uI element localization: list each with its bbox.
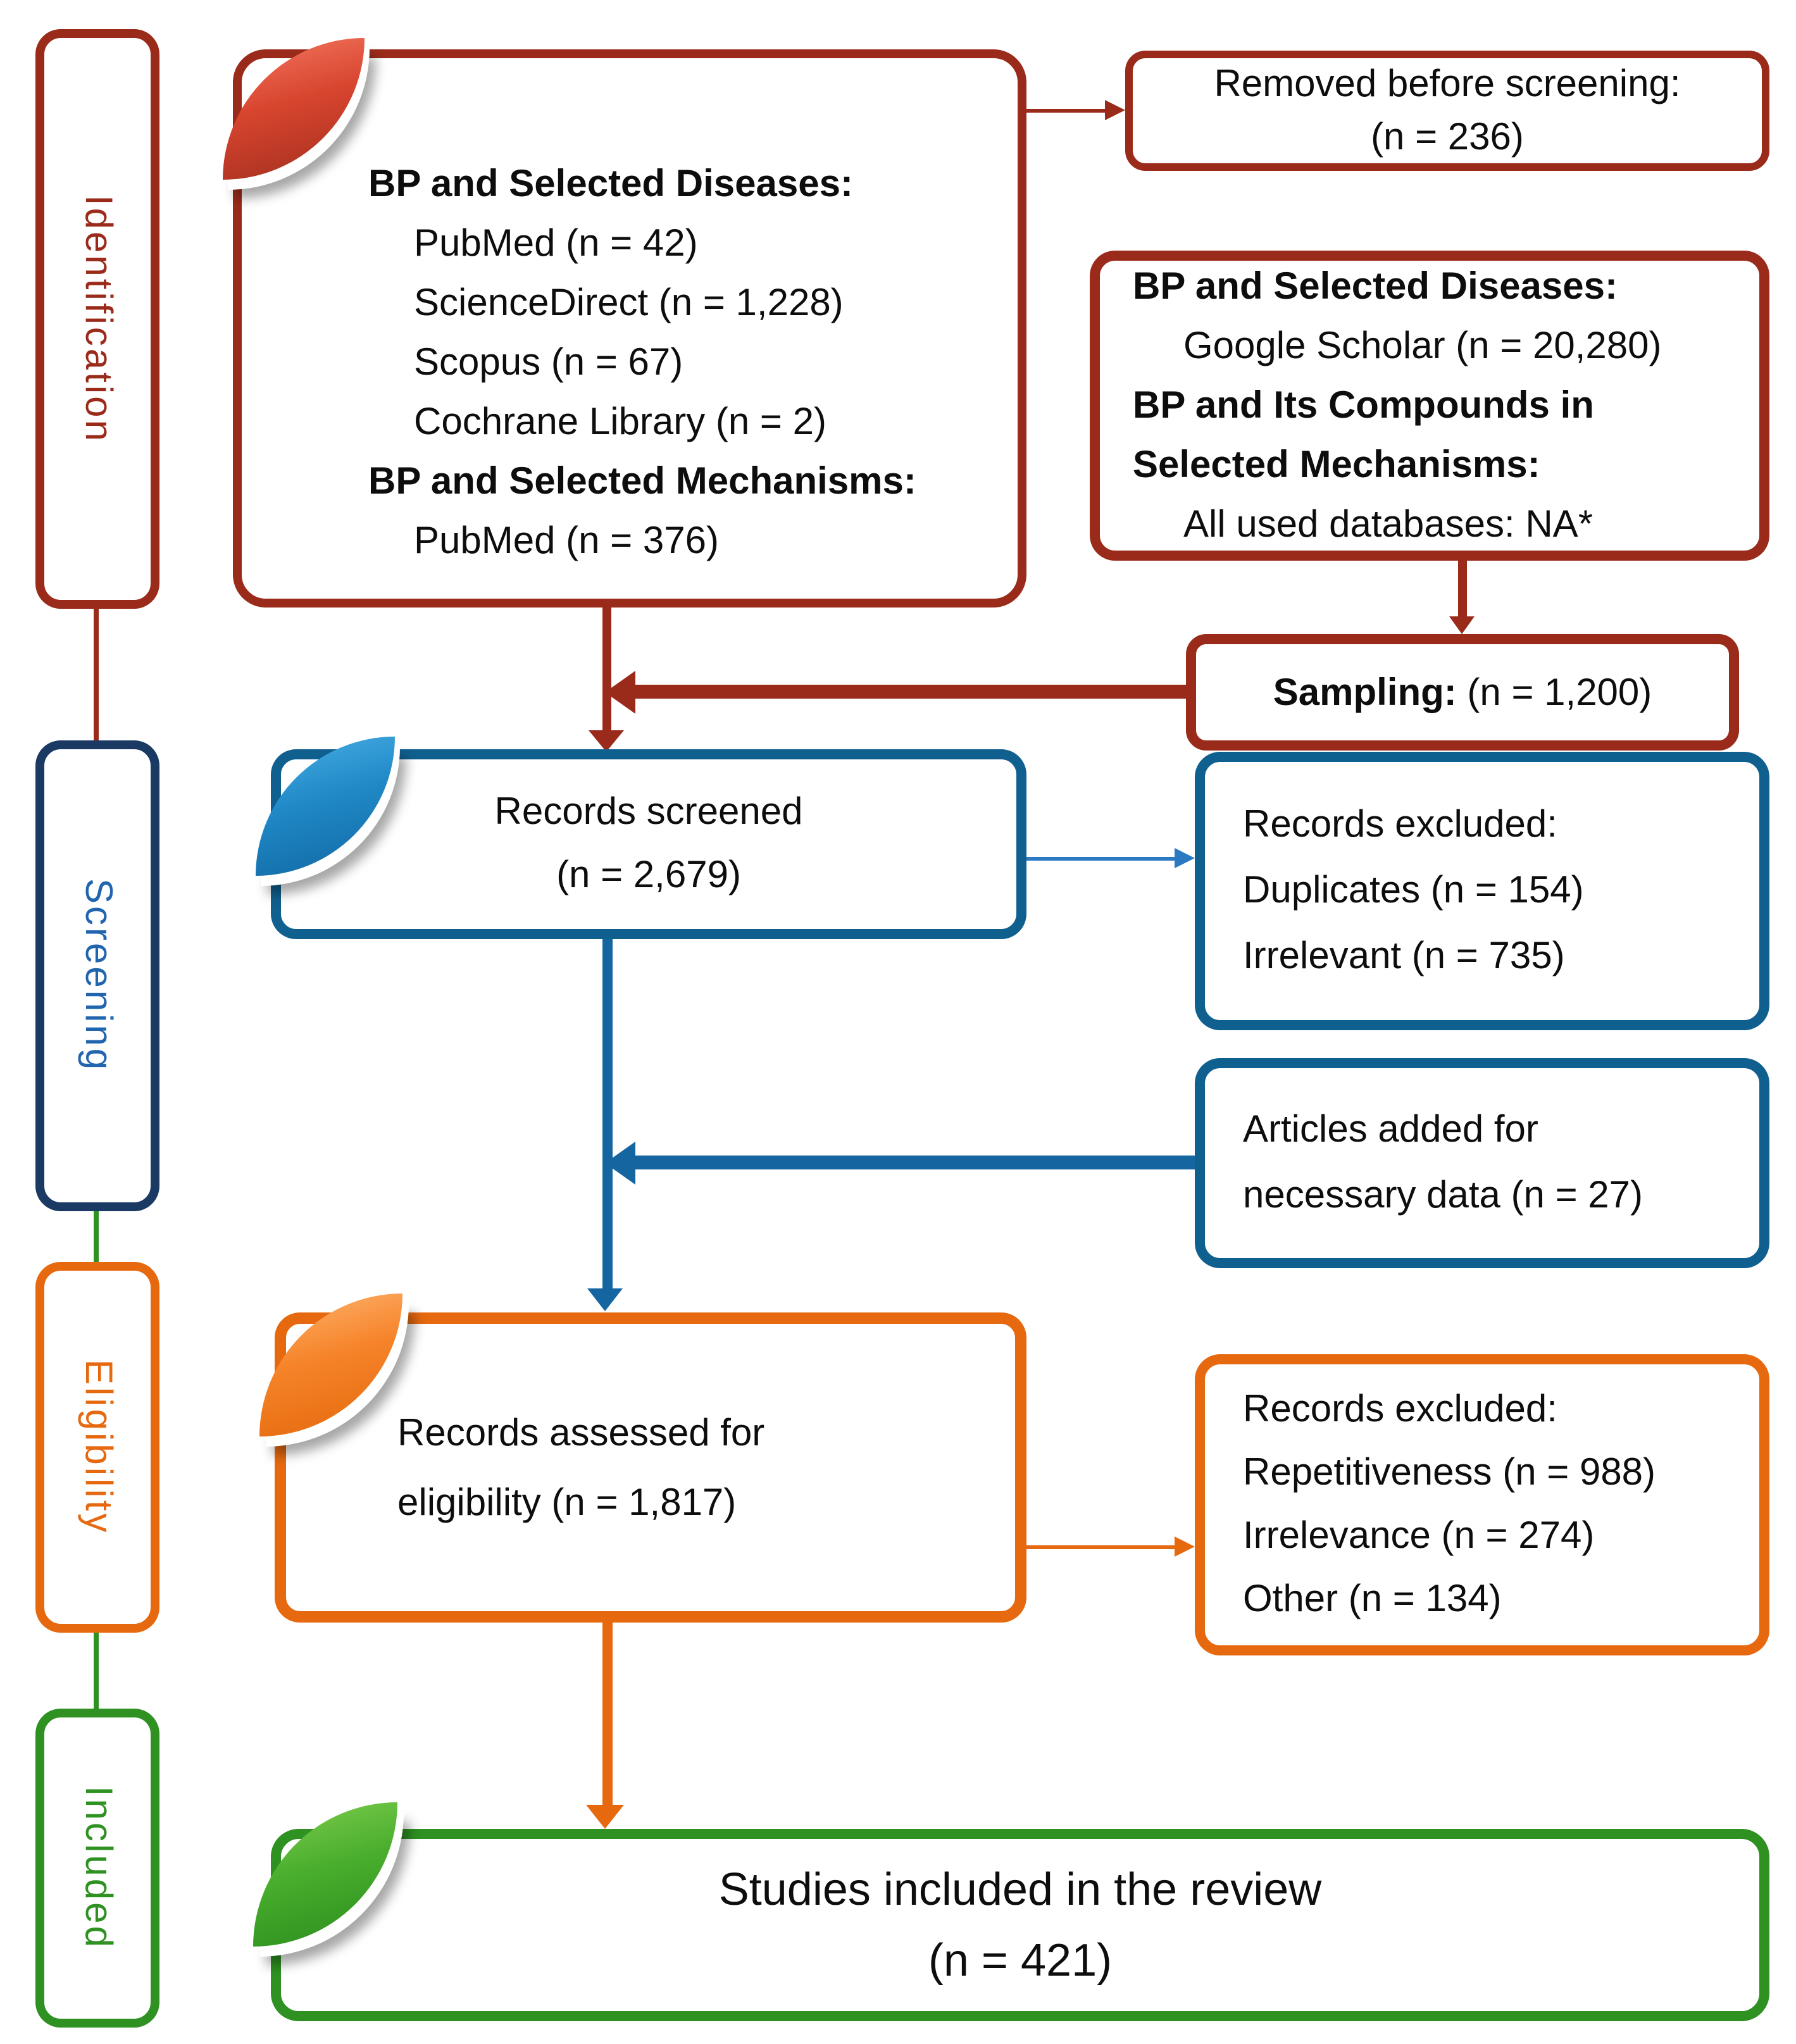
excluded-line: Irrelevant (n = 735)	[1243, 935, 1565, 977]
additional-line: Selected Mechanisms:	[1133, 444, 1540, 486]
arrow-sampling-to-flow	[633, 685, 1186, 699]
excluded-line: Records excluded:	[1243, 1388, 1557, 1430]
arrowhead-right-icon	[1105, 100, 1125, 120]
sidebar-stage-identification: Identification	[35, 29, 159, 609]
stage-label-screening: Screening	[77, 878, 119, 1073]
removed-count: (n = 236)	[1371, 116, 1524, 158]
sources-line: PubMed (n = 42)	[414, 223, 698, 265]
flow-line-screening	[602, 939, 613, 1291]
arrow-assessed-to-excluded	[1026, 1545, 1177, 1549]
arrow-articles-to-flow	[633, 1156, 1195, 1169]
sources-line: BP and Selected Mechanisms:	[368, 461, 916, 502]
studies-included-box: Studies included in the review (n = 421)	[271, 1829, 1769, 2021]
stage-label-included: Included	[77, 1786, 119, 1950]
additional-sources-box: BP and Selected Diseases: Google Scholar…	[1090, 251, 1769, 561]
arrow-screened-to-excluded	[1026, 857, 1177, 861]
articles-line: necessary data (n = 27)	[1243, 1175, 1643, 1216]
screening-records-excluded-box: Records excluded: Duplicates (n = 154) I…	[1195, 752, 1769, 1030]
excluded-line: Irrelevance (n = 274)	[1243, 1515, 1595, 1557]
records-assessed-box: Records assessed for eligibility (n = 1,…	[275, 1312, 1026, 1623]
sidebar-stage-eligibility: Eligibility	[35, 1262, 159, 1633]
arrowhead-down-icon	[589, 730, 624, 752]
stage-label-eligibility: Eligibility	[77, 1359, 119, 1535]
sampling-box: Sampling: (n = 1,200)	[1186, 634, 1739, 751]
sidebar-stage-screening: Screening	[35, 740, 159, 1211]
arrowhead-right-icon	[1175, 1536, 1195, 1557]
excluded-line: Duplicates (n = 154)	[1243, 869, 1584, 911]
arrow-sources-to-removed	[1026, 109, 1107, 113]
additional-line: Google Scholar (n = 20,280)	[1183, 325, 1662, 367]
records-screened-box: Records screened (n = 2,679)	[271, 749, 1026, 939]
stage-label-identification: Identification	[77, 194, 119, 444]
sources-line: Cochrane Library (n = 2)	[414, 401, 826, 443]
screened-count: (n = 2,679)	[556, 854, 741, 896]
assessed-line: eligibility (n = 1,817)	[397, 1481, 737, 1523]
excluded-line: Records excluded:	[1243, 804, 1557, 845]
sampling-label: Sampling:	[1273, 671, 1457, 713]
arrowhead-down-icon	[587, 1288, 623, 1311]
articles-line: Articles added for	[1243, 1109, 1538, 1150]
corner-leaf-icon-red	[223, 38, 370, 190]
sources-line: ScienceDirect (n = 1,228)	[414, 282, 844, 324]
sampling-count: (n = 1,200)	[1456, 671, 1652, 713]
flow-line-identification	[602, 608, 611, 730]
identification-sources-box: BP and Selected Diseases: PubMed (n = 42…	[233, 49, 1026, 608]
assessed-line: Records assessed for	[397, 1412, 765, 1454]
articles-added-box: Articles added for necessary data (n = 2…	[1195, 1058, 1769, 1268]
corner-leaf-icon-orange	[259, 1293, 409, 1447]
sources-line: PubMed (n = 376)	[414, 520, 719, 562]
arrowhead-down-icon	[586, 1805, 624, 1829]
removed-title: Removed before screening:	[1214, 63, 1681, 104]
included-title: Studies included in the review	[718, 1863, 1322, 1915]
eligibility-records-excluded-box: Records excluded: Repetitiveness (n = 98…	[1195, 1354, 1769, 1655]
arrowhead-right-icon	[1175, 848, 1195, 868]
additional-line: All used databases: NA*	[1183, 504, 1593, 545]
flow-line-eligibility	[602, 1623, 613, 1807]
screened-title: Records screened	[494, 791, 803, 833]
line-additional-to-sampling	[1458, 561, 1467, 616]
removed-before-screening-box: Removed before screening: (n = 236)	[1125, 51, 1769, 171]
sidebar-stage-included: Included	[35, 1709, 159, 2028]
included-count: (n = 421)	[928, 1934, 1113, 1986]
sidebar-connector-green-2	[94, 1633, 99, 1709]
additional-line: BP and Its Compounds in	[1133, 385, 1594, 427]
corner-leaf-icon-green	[253, 1802, 404, 1957]
additional-line: BP and Selected Diseases:	[1133, 266, 1618, 308]
arrowhead-down-icon	[1449, 616, 1475, 634]
sidebar-connector-red	[94, 609, 99, 740]
sources-line: BP and Selected Diseases:	[368, 163, 853, 205]
sidebar-connector-green-1	[94, 1211, 99, 1262]
corner-leaf-icon-blue	[256, 737, 401, 886]
sources-line: Scopus (n = 67)	[414, 342, 683, 383]
excluded-line: Other (n = 134)	[1243, 1578, 1502, 1620]
excluded-line: Repetitiveness (n = 988)	[1243, 1452, 1656, 1493]
